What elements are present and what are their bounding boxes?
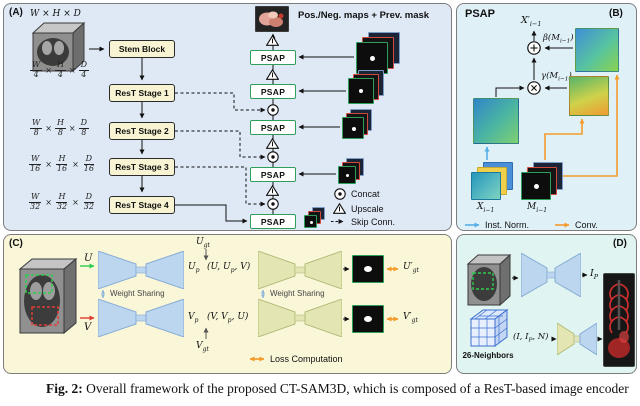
legend-upscale-label: Upscale <box>351 204 384 214</box>
normalized-feature-map <box>473 98 519 144</box>
panel-d: (D) IP 26-Neighbors (I, IP, <box>456 234 637 374</box>
caption-text: Overall framework of the proposed CT-SAM… <box>86 381 629 396</box>
input-volume-uv <box>18 257 78 335</box>
input-volume-thumbnail <box>31 21 86 72</box>
panel-b-title: PSAP <box>465 8 495 20</box>
v-out-label: V′gt <box>403 312 418 324</box>
x-output-label: X′i−1 <box>521 15 542 28</box>
output-segmentation-thumbnail <box>603 273 635 367</box>
u-crop-label: U <box>84 253 93 264</box>
encoder-decoder-net-u <box>98 251 184 289</box>
concat-icon <box>267 104 279 116</box>
prompt-stack-3 <box>342 109 372 139</box>
encoder-decoder-net-v <box>98 299 184 337</box>
neighbors-cube <box>469 309 509 347</box>
upscale-icon <box>266 69 279 80</box>
panel-b: PSAP (B) X′i−1 β(Mi−1) γ(Mi−1) Xi−1 Mi−1… <box>456 3 637 231</box>
panel-d-label: (D) <box>613 238 627 249</box>
upscale-icon <box>266 35 279 46</box>
figure-caption: Fig. 2: Overall framework of the propose… <box>0 381 640 406</box>
psap-block-1: PSAP <box>250 50 296 65</box>
rest-stage-2: ResT Stage 2 <box>109 122 175 140</box>
m-input-label: Mi−1 <box>527 202 548 214</box>
u-out-label: U′gt <box>403 262 420 274</box>
psap-block-3: PSAP <box>250 120 296 135</box>
panel-c-label: (C) <box>9 238 23 249</box>
neighbors-label: 26-Neighbors <box>462 351 514 360</box>
psap-block-5: PSAP <box>250 214 296 229</box>
u-gt-label: Ugt <box>196 237 210 249</box>
predicted-mask-v <box>352 305 384 333</box>
u-tuple-label: (U, Up, V) <box>207 262 251 274</box>
output-organ-thumbnail <box>255 6 289 32</box>
v-tuple-label: (V, Vp, U) <box>207 312 249 324</box>
input-dims-label: W × H × D <box>30 9 81 19</box>
prompt-stack-4 <box>338 158 364 184</box>
rest-stage-1: ResT Stage 1 <box>109 84 175 102</box>
upscale-icon <box>266 185 279 196</box>
u-p-label: Up <box>188 262 200 274</box>
weight-sharing-label-1: Weight Sharing <box>110 289 165 298</box>
legend-inst-norm-label: Inst. Norm. <box>485 220 530 230</box>
legend-concat-icon <box>334 188 346 200</box>
legend-concat-label: Concat <box>351 189 380 199</box>
encoder-decoder-net-i <box>521 253 581 297</box>
rest-stage-4: ResT Stage 4 <box>109 196 175 214</box>
prompt-stack-1 <box>356 32 402 76</box>
panel-c: (C) U V Weight Sharing Ugt Up (U, Up, V)… <box>3 234 452 374</box>
stem-block: Stem Block <box>109 40 175 58</box>
multiply-operator-icon <box>527 81 541 95</box>
legend-skip-icon <box>331 219 344 224</box>
panel-a-label: (A) <box>9 7 23 18</box>
v-gt-label: Vgt <box>196 341 209 353</box>
prompt-stack-5 <box>304 207 327 228</box>
legend-conv-label: Conv. <box>575 220 598 230</box>
upscale-icon <box>266 138 279 149</box>
i-p-label: IP <box>590 268 599 281</box>
panel-b-label: (B) <box>609 8 623 19</box>
beta-label: β(Mi−1) <box>543 33 574 45</box>
m-input-stack <box>521 162 563 200</box>
prompt-stack-2 <box>348 70 384 104</box>
concat-icon <box>267 198 279 210</box>
concat-icon <box>267 151 279 163</box>
psap-block-2: PSAP <box>250 84 296 99</box>
add-operator-icon <box>527 41 541 55</box>
i-tuple-label: (I, IP, N) <box>513 332 549 344</box>
encoder-decoder-net-v2 <box>258 299 342 337</box>
rest-stage-3: ResT Stage 3 <box>109 158 175 176</box>
legend-loss-label: Loss Computation <box>270 354 343 364</box>
gamma-label: γ(Mi−1) <box>541 71 572 83</box>
beta-feature-map <box>575 28 619 72</box>
v-p-label: Vp <box>188 312 199 324</box>
encoder-decoder-net-u2 <box>258 251 342 289</box>
x-input-stack <box>471 162 527 200</box>
v-crop-label: V <box>84 322 92 333</box>
weight-sharing-label-2: Weight Sharing <box>270 289 325 298</box>
x-input-label: Xi−1 <box>477 202 495 214</box>
predicted-mask-u <box>352 255 384 283</box>
caption-prefix: Fig. 2: <box>46 381 83 396</box>
panel-a: (A) W × H × D Stem Block ResT Stage 1 Re… <box>3 3 452 231</box>
refine-net <box>557 323 597 355</box>
input-volume-d <box>466 253 512 307</box>
legend-upscale-icon <box>333 203 346 214</box>
legend-skip-label: Skip Conn. <box>351 217 396 227</box>
psap-block-4: PSAP <box>250 167 296 182</box>
gamma-feature-map <box>569 76 609 116</box>
prompt-maps-caption: Pos./Neg. maps + Prev. mask <box>298 10 430 21</box>
